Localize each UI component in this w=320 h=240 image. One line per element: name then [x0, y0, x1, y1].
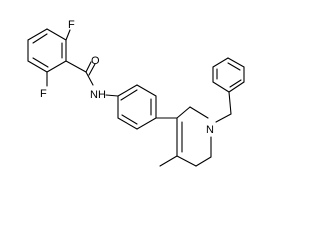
structure-diagram: F F O NH N: [27, 19, 245, 167]
benzyl-phenyl-ring: [212, 57, 245, 93]
fluorine-bottom-label: F: [40, 88, 47, 100]
amide-group: [65, 60, 96, 86]
difluorophenyl-ring: [27, 28, 67, 73]
molecule-drawing: F F O NH N: [27, 19, 245, 167]
oxygen-label: O: [91, 55, 100, 67]
amide-nh-label: NH: [90, 89, 106, 101]
bond-nh-phenyl: [105, 94, 119, 97]
fluorine-top-label: F: [68, 19, 75, 31]
bond-n-ch2: [215, 113, 232, 123]
methyl-bond: [159, 155, 178, 167]
bond-ch2-phenyl: [228, 91, 232, 115]
tetrahydropyridine-ring: [176, 106, 212, 167]
ring-nitrogen-label: N: [206, 124, 214, 136]
bond-ring-f-top: [65, 29, 71, 41]
phenylene-ring: [117, 84, 157, 130]
